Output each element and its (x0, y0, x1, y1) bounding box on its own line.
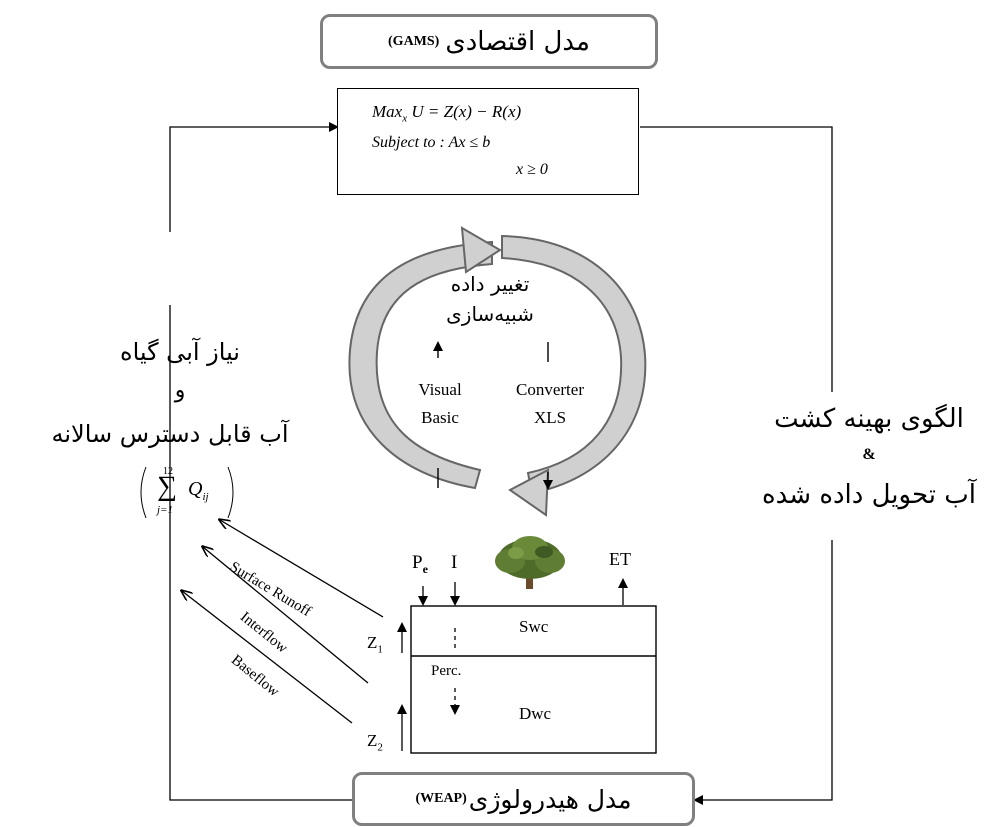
sum-sign: ∑ (157, 471, 177, 502)
left-feedback-line-top (169, 122, 339, 232)
cycle-arrowhead-top (460, 226, 502, 274)
z1-symbol: Z (367, 633, 378, 652)
nonnegativity-line: x ≥ 0 (516, 161, 548, 178)
right-conjunction: & (862, 446, 876, 463)
left-conjunction: و (174, 378, 186, 403)
pe-subscript: e (422, 561, 428, 576)
right-paren (227, 466, 234, 519)
economic-model-label: مدل اقتصادی (445, 26, 590, 57)
z1-label: Z1 (367, 633, 383, 655)
weap-label: (WEAP) (415, 791, 467, 806)
economic-model-box: (GAMS) مدل اقتصادی (320, 14, 658, 69)
optimization-box: Maxx U = Z(x) − R(x) Subject to : Ax ≤ b… (337, 88, 639, 195)
percolation-label: Perc. (431, 663, 462, 679)
converter-label: Converter (516, 380, 584, 399)
basic-label: Basic (421, 408, 459, 427)
z2-subscript: 2 (377, 741, 383, 754)
constraint-line: Subject to : Ax ≤ b (372, 134, 491, 151)
swc-label: Swc (519, 617, 549, 636)
delivered-water-label: آب تحویل داده شده (762, 480, 976, 510)
simulation-cycle (348, 226, 647, 517)
cycle-arrowhead-bottom (508, 468, 550, 517)
crop-water-demand-label: نیاز آبی گیاه (120, 338, 240, 366)
hydrology-model-title: (WEAP) مدل هیدرولوژی (355, 775, 692, 823)
cycle-label-simulation: شبیه‌سازی (446, 302, 534, 326)
objective-expression: U = Z(x) − R(x) (411, 102, 522, 121)
soil-box (410, 605, 657, 754)
baseflow-arrow (182, 591, 353, 724)
q-symbol: Q (188, 478, 203, 500)
infiltration-label: I (451, 552, 458, 573)
available-water-label: آب قابل دسترس سالانه (51, 420, 289, 448)
max-subscript: x (402, 112, 408, 125)
left-feedback-line (169, 305, 352, 801)
q-subscript: ij (202, 491, 209, 503)
optimal-cropping-pattern-label: الگوی بهینه کشت (774, 404, 964, 434)
z1-subscript: 1 (377, 643, 383, 656)
hydrology-model-box: (WEAP) مدل هیدرولوژی (352, 772, 695, 826)
left-paren (140, 466, 147, 519)
pe-label: Pe (412, 552, 428, 577)
cycle-label-change-data: تغییر داده (450, 272, 530, 296)
interflow-arrow (203, 547, 369, 684)
z2-symbol: Z (367, 731, 378, 750)
xls-label: XLS (533, 408, 567, 427)
right-feedback-line-bottom (693, 540, 833, 805)
economic-model-title: (GAMS) مدل اقتصادی (323, 17, 655, 66)
pe-symbol: P (412, 552, 423, 573)
gams-label: (GAMS) (388, 33, 440, 49)
visual-label: Visual (418, 380, 462, 399)
objective-function: Maxx U = Z(x) − R(x) (372, 102, 521, 124)
z2-label: Z2 (367, 731, 383, 753)
tree-image (495, 536, 565, 589)
sum-formula: 12 ∑ j=1 Qij (146, 466, 228, 520)
visual-basic-label: Visual Basic (395, 376, 485, 432)
cycle-arrow-left (348, 240, 493, 490)
right-feedback-line (640, 126, 833, 392)
hydrology-model-label: مدل هیدرولوژی (468, 784, 632, 814)
converter-xls-label: Converter XLS (495, 376, 605, 432)
sum-lower-limit: j=1 (157, 504, 173, 516)
dwc-label: Dwc (519, 704, 552, 723)
sum-term: Qij (188, 478, 209, 503)
surface-runoff-arrow (220, 520, 384, 618)
max-label: Max (372, 102, 403, 121)
et-label: ET (609, 549, 631, 569)
sum-upper-limit: 12 (163, 466, 173, 477)
